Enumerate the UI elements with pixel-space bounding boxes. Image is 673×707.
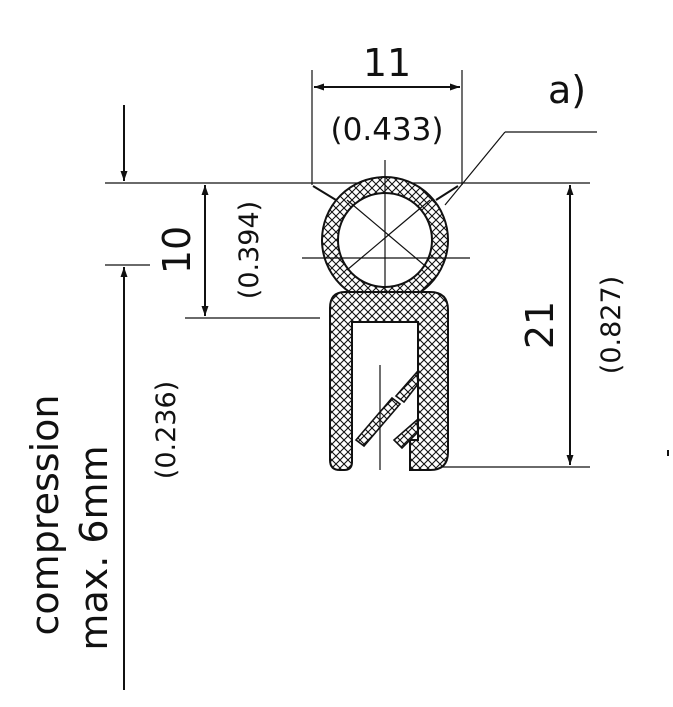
width-mm-label: 11 bbox=[363, 41, 411, 85]
bulb-mm-label: 10 bbox=[155, 226, 199, 274]
grip-fin-right-lower bbox=[392, 418, 419, 450]
bulb-in-label: (0.394) bbox=[234, 201, 265, 299]
grip-fin-left bbox=[354, 396, 402, 448]
height-mm-label: 21 bbox=[518, 301, 562, 349]
callout-leader bbox=[444, 131, 597, 206]
width-in-label: (0.433) bbox=[331, 112, 444, 148]
height-in-label: (0.827) bbox=[596, 276, 627, 374]
compression-note-line1: compression bbox=[23, 395, 67, 636]
callout-label: a) bbox=[548, 68, 586, 112]
extension-lines bbox=[105, 70, 590, 468]
u-channel-clip bbox=[329, 291, 449, 471]
grip-fin-right-upper bbox=[394, 370, 419, 404]
compression-in-label: (0.236) bbox=[151, 381, 182, 479]
compression-note-line2: max. 6mm bbox=[72, 445, 116, 650]
seal-cross-section bbox=[302, 160, 470, 471]
center-lines bbox=[302, 160, 470, 300]
